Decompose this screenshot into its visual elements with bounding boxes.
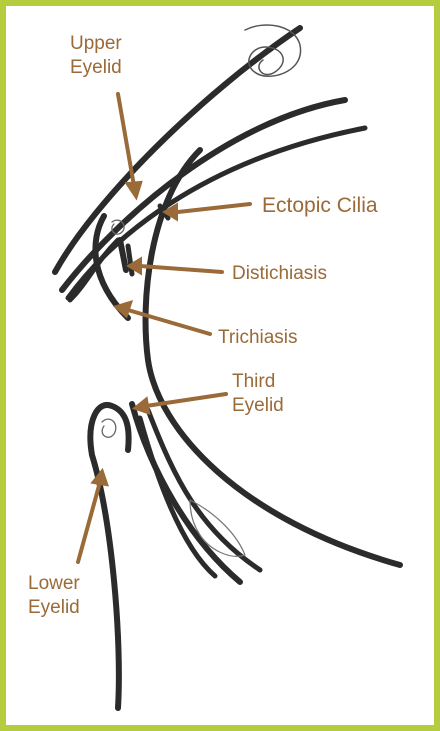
- upper-eyelid-label-line1: Upper: [70, 32, 122, 56]
- upper-eyelid-label: Upper Eyelid: [70, 32, 122, 80]
- distichiasis-hair-a: [120, 240, 126, 270]
- distichiasis-label: Distichiasis: [232, 262, 327, 286]
- trichiasis-pointer: [128, 310, 210, 334]
- lower-eyelid-label-line1: Lower: [28, 572, 80, 596]
- lower-eyelid-label-line2: Eyelid: [28, 596, 80, 620]
- upper-eyelid-label-line2: Eyelid: [70, 56, 122, 80]
- upper-eyelid-pointer: [118, 94, 134, 186]
- third-eyelid-label-line1: Third: [232, 370, 284, 394]
- ectopic-cilia-label: Ectopic Cilia: [262, 194, 378, 218]
- trichiasis-label: Trichiasis: [218, 326, 298, 350]
- third-eyelid-arrowhead: [136, 400, 148, 412]
- distichiasis-pointer: [140, 266, 222, 272]
- ectopic-cilia-pointer: [178, 204, 250, 212]
- upper-eyelid-arrowhead: [128, 183, 140, 196]
- third-eyelid-line-c: [140, 418, 215, 576]
- lower-eyelid-label: Lower Eyelid: [28, 572, 80, 620]
- lower-eyelid-pointer: [78, 482, 100, 562]
- third-eyelid-label-line2: Eyelid: [232, 394, 284, 418]
- third-eyelid-label: Third Eyelid: [232, 370, 284, 418]
- trichiasis-arrowhead: [117, 303, 130, 315]
- lower-eyelid-scribble: [102, 419, 116, 437]
- lower-eyelid-line: [90, 405, 128, 708]
